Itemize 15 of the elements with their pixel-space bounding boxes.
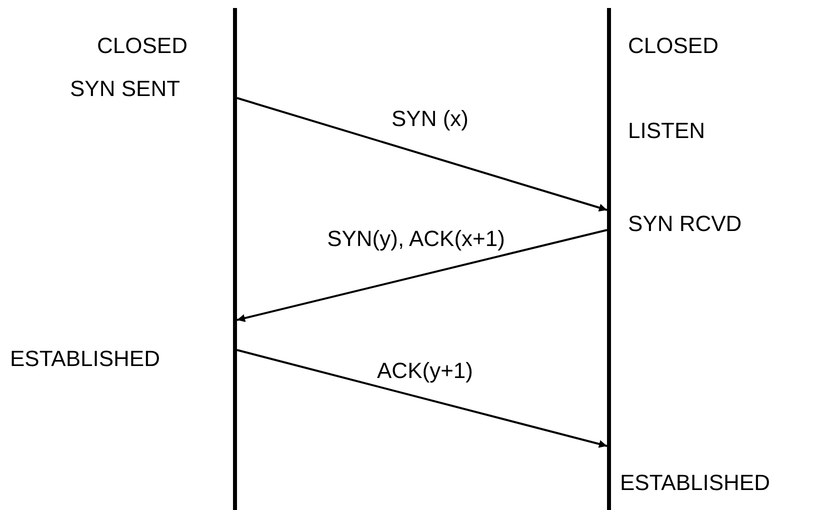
message-arrow [236,349,608,448]
lifeline [233,8,237,510]
state-label: SYN SENT [70,78,180,100]
message-arrow [236,97,608,212]
edge-label: SYN (x) [392,108,468,130]
state-label: SYN RCVD [628,213,742,235]
state-label: ESTABLISHED [620,472,770,494]
state-label: CLOSED [628,35,718,57]
message-arrow [236,229,608,322]
edge-label: ACK(y+1) [377,360,473,382]
edge-label: SYN(y), ACK(x+1) [327,228,505,250]
lifeline [607,8,611,510]
state-label: LISTEN [628,120,706,142]
state-label: ESTABLISHED [10,348,160,370]
state-label: CLOSED [97,35,188,57]
